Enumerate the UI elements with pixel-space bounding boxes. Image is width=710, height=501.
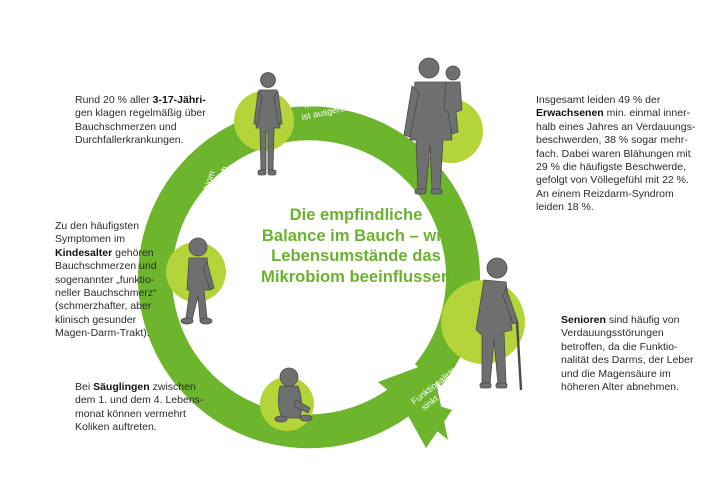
teen-figure [253, 72, 283, 176]
note-child-line9: Magen-Darm-Trakt). [55, 327, 150, 340]
note-senior-line3: betroffen, da die Funktio- [561, 340, 678, 353]
note-adult-after-bold: min. einmal inner- [603, 107, 691, 120]
note-child-line3: Kindesalter gehören [55, 247, 195, 260]
title-line-4: Mikrobiom beeinflussen [261, 266, 451, 286]
note-child-after-bold: gehören [112, 246, 154, 259]
note-adult-line9: leiden 18 %. [536, 201, 594, 214]
baby-figure [274, 367, 313, 423]
note-child-line5: sogenannter „funktio- [55, 273, 155, 286]
note-adult-line5: fach. Dabei waren Blähungen mit [536, 147, 691, 160]
note-baby-after-bold: zwischen [149, 381, 196, 393]
note-teen-line1: Rund 20 % aller 3-17-Jähri- [75, 94, 245, 107]
senior-figure [475, 257, 523, 391]
child-figure [180, 237, 215, 325]
note-child-bold: Kindesalter [55, 246, 113, 259]
note-senior-line5: und die Magensäure im [561, 367, 671, 380]
note-adult-line1: Insgesamt leiden 49 % der [536, 94, 661, 106]
note-child-line7: (schmerzhafter, aber [55, 300, 152, 313]
note-teen-line4: Durchfallerkrankungen. [75, 134, 184, 147]
note-child-line8: klinisch gesunder [55, 313, 137, 326]
note-senior-bold: Senioren [561, 314, 606, 326]
note-teen-bold: 3-17-Jähri- [152, 94, 206, 106]
note-baby-line3: monat können vermehrt [75, 407, 186, 420]
note-child: Zu den häufigsten Symptomen im Kindesalt… [55, 220, 195, 341]
note-teen: Rund 20 % aller 3-17-Jähri- gen klagen r… [75, 94, 245, 148]
note-adult-line3: halb eines Jahres an Verdauungs- [536, 120, 696, 133]
note-teen-pre: Rund 20 % aller [75, 94, 153, 106]
note-teen-line3: Bauchschmerzen und [75, 120, 177, 133]
title-line-1: Die empfindliche [289, 205, 423, 224]
note-baby-line2: dem 1. und dem 4. Lebens- [75, 394, 204, 407]
note-baby-line4: Koliken auftreten. [75, 421, 157, 434]
note-senior-after-bold: sind häufig von [605, 314, 680, 326]
center-title: Die empfindliche Balance im Bauch – wie … [236, 205, 476, 287]
note-senior-line6: höheren Alter abnehmen. [561, 381, 679, 394]
note-child-line6: neller Bauchschmerz“ [55, 287, 157, 300]
adult-figure [403, 57, 463, 195]
note-baby-line1: Bei Säuglingen zwischen [75, 381, 245, 394]
title-line-2: Balance im Bauch – wie [261, 225, 451, 245]
note-child-line4: Bauchschmerzen und [55, 260, 157, 273]
note-teen-line2: gen klagen regelmäßig über [75, 107, 206, 120]
note-senior-line1: Senioren sind häufig von [561, 314, 709, 327]
note-adult-line2: Erwachsenen min. einmal inner- [536, 107, 708, 120]
note-adult-line7: gefolgt von Völlegefühl mit 22 %. [536, 174, 689, 187]
note-baby-pre: Bei [75, 381, 94, 393]
note-child-line1: Zu den häufigsten [55, 220, 140, 232]
note-baby: Bei Säuglingen zwischen dem 1. und dem 4… [75, 381, 245, 435]
note-adult-line6: 29 % die häufigste Beschwerde, [536, 161, 687, 174]
note-senior-line2: Verdauungsstörungen [561, 327, 664, 340]
note-child-line2: Symptomen im [55, 233, 126, 246]
note-adult-bold: Erwachsenen [536, 107, 604, 120]
note-senior: Senioren sind häufig von Verdauungsstöru… [561, 314, 709, 394]
arc-arrow-tip [395, 392, 452, 448]
note-baby-bold: Säuglingen [93, 381, 150, 393]
title-line-3: Lebensumstände das [271, 246, 441, 265]
note-adult-line4: beschwerden, 38 % sogar mehr- [536, 134, 688, 147]
note-adult: Insgesamt leiden 49 % der Erwachsenen mi… [536, 94, 708, 215]
note-senior-line4: nalität des Darms, der Leber [561, 354, 694, 367]
note-adult-line8: An einem Reizdarm-Syndrom [536, 187, 674, 200]
